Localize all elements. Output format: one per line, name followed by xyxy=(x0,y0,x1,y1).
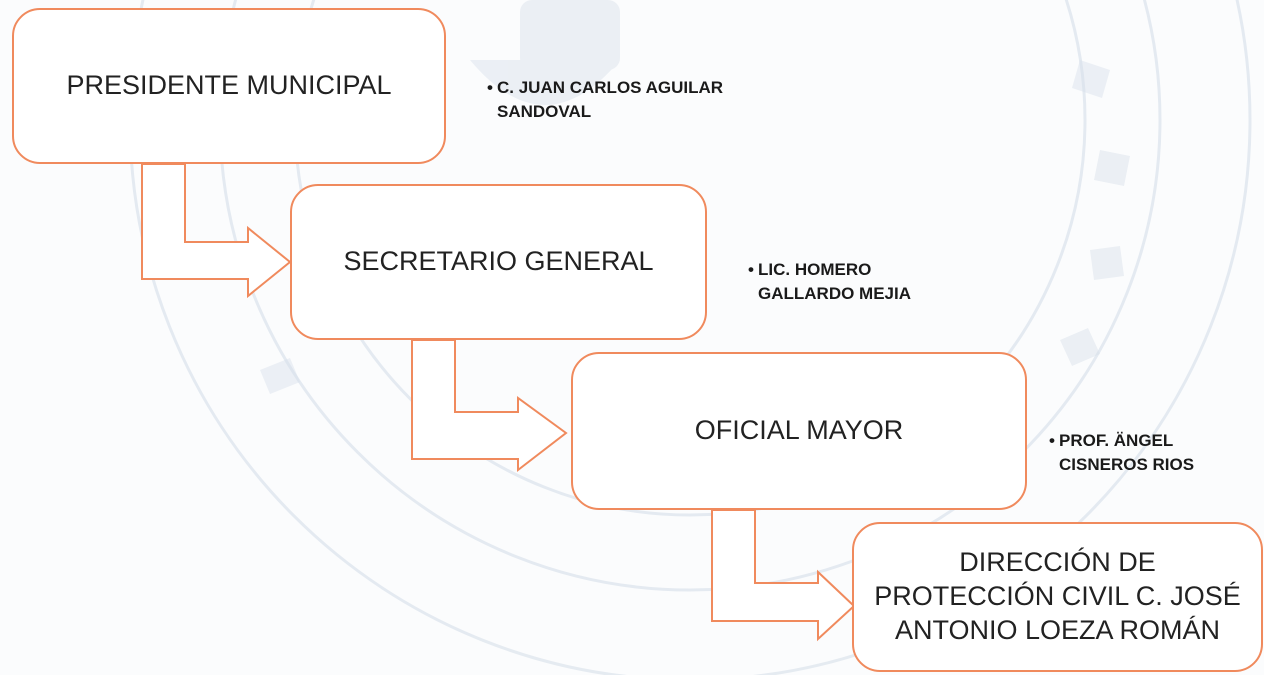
arrow-3-to-4 xyxy=(711,509,856,642)
node-title: DIRECCIÓN DE PROTECCIÓN CIVIL C. JOSÉ AN… xyxy=(874,546,1241,647)
node-direccion-proteccion-civil: DIRECCIÓN DE PROTECCIÓN CIVIL C. JOSÉ AN… xyxy=(852,522,1263,672)
holder-name-line-1: PROF. ÄNGEL xyxy=(1059,431,1174,450)
holder-name-line-1: LIC. HOMERO xyxy=(758,260,872,279)
holder-name-line-2: CISNEROS RIOS xyxy=(1059,455,1195,474)
bullet: • xyxy=(487,78,493,97)
node-title: SECRETARIO GENERAL xyxy=(343,246,654,277)
holder-presidente: •C. JUAN CARLOS AGUILAR SANDOVAL xyxy=(487,76,777,124)
holder-oficial-mayor: •PROF. ÄNGEL CISNEROS RIOS xyxy=(1049,429,1219,477)
bullet: • xyxy=(748,260,754,279)
node-title: OFICIAL MAYOR xyxy=(694,415,904,446)
node-title-line-1: DIRECCIÓN DE xyxy=(959,547,1156,578)
arrow-2-to-3 xyxy=(411,339,568,473)
node-secretario-general: SECRETARIO GENERAL xyxy=(290,184,707,340)
node-oficial-mayor: OFICIAL MAYOR xyxy=(571,352,1027,510)
arrow-1-to-2 xyxy=(141,163,292,299)
node-title: PRESIDENTE MUNICIPAL xyxy=(66,70,392,101)
holder-secretario: •LIC. HOMERO GALLARDO MEJIA xyxy=(748,258,928,306)
node-title-line-2: PROTECCIÓN CIVIL C. JOSÉ xyxy=(874,581,1241,612)
holder-name-line-2: GALLARDO MEJIA xyxy=(758,284,911,303)
node-title-line-3: ANTONIO LOEZA ROMÁN xyxy=(894,614,1221,645)
holder-name-line-2: SANDOVAL xyxy=(497,102,592,121)
holder-name-line-1: C. JUAN CARLOS AGUILAR xyxy=(497,78,724,97)
bullet: • xyxy=(1049,431,1055,450)
node-presidente-municipal: PRESIDENTE MUNICIPAL xyxy=(12,8,446,164)
